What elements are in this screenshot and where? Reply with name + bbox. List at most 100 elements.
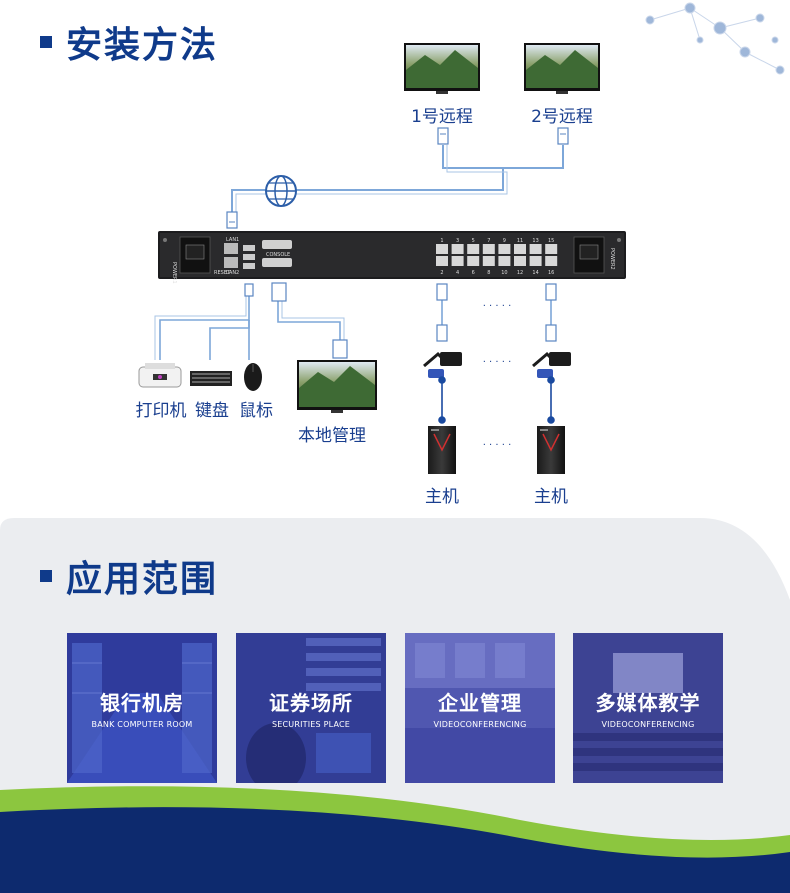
port-number-2: 2 (440, 270, 443, 276)
network-dots-decoration (645, 2, 785, 75)
monitor-remote-1 (404, 43, 480, 94)
apps-title-text: 应用范围 (66, 559, 219, 600)
app-card-bank: 银行机房 BANK COMPUTER ROOM (67, 633, 217, 783)
app-card-securities-title: 证券场所 (269, 691, 353, 715)
globe-icon (265, 175, 297, 207)
app-card-enterprise-subtitle: VIDEOCONFERENCING (433, 720, 527, 729)
rj45-port-5 (467, 244, 480, 254)
title-bullet-square (40, 570, 52, 582)
app-card-multimedia: 多媒体教学 VIDEOCONFERENCING (573, 633, 723, 783)
rj45-plug-module-left (436, 324, 448, 342)
network-cables (231, 145, 564, 215)
rj45-port-9 (498, 244, 511, 254)
vga-plug-icon-device (271, 282, 287, 302)
power-right-label: POWER2 (609, 248, 615, 270)
stock-market-photo (236, 633, 386, 783)
vga-plug-icon-monitor (332, 339, 348, 359)
port-number-10: 10 (501, 270, 507, 276)
power-left-label: POWER1 (171, 262, 177, 284)
rj45-port-14 (529, 256, 542, 266)
rj45-port-3 (451, 244, 464, 254)
host-tower-left (428, 426, 456, 474)
usb-cables (154, 295, 250, 360)
app-card-bank-subtitle: BANK COMPUTER ROOM (91, 720, 193, 729)
monitor-remote-2 (524, 43, 600, 94)
office-photo (405, 633, 555, 783)
ellipsis-modules: · · · · · (482, 357, 512, 368)
installation-diagram: POWER1 POWER2 CONSOLE RESET LAN1 LAN2 12… (138, 43, 626, 474)
rj45-port-1 (436, 244, 448, 254)
label-host-left: 主机 (425, 487, 459, 507)
port-number-8: 8 (487, 270, 490, 276)
device-text: POWER1 POWER2 CONSOLE RESET LAN1 LAN2 12… (171, 237, 615, 284)
port-number-13: 13 (532, 238, 538, 244)
rj45-port-16 (545, 256, 558, 266)
rj45-port-4 (451, 256, 464, 266)
reset-label: RESET (214, 270, 231, 276)
usb-plug-icon (244, 283, 254, 297)
port-number-1: 1 (440, 238, 443, 244)
ellipsis-hosts: · · · · · (482, 440, 512, 451)
lan1-label: LAN1 (226, 237, 239, 243)
application-cards: 银行机房 BANK COMPUTER ROOM 证券场所 SECURITIES … (67, 633, 723, 783)
keyboard-icon (190, 371, 232, 386)
label-local-manage: 本地管理 (298, 426, 366, 446)
label-remote-2: 2号远程 (531, 107, 593, 127)
rj45-plug-remote-1 (437, 127, 449, 145)
port-number-4: 4 (456, 270, 459, 276)
kvm-module-left (423, 351, 462, 378)
module-to-host-lines (438, 376, 555, 424)
app-card-securities: 证券场所 SECURITIES PLACE (236, 633, 386, 783)
kvm-module-right (532, 351, 571, 378)
label-mouse: 鼠标 (239, 401, 273, 421)
vga-cable-local (277, 300, 345, 340)
port-number-5: 5 (472, 238, 475, 244)
section-title-apps: 应用范围 (40, 550, 218, 602)
lan2-label: LAN2 (226, 270, 239, 276)
mouse-icon (244, 363, 262, 391)
port-number-15: 15 (548, 238, 554, 244)
label-remote-1: 1号远程 (411, 107, 473, 127)
port-number-3: 3 (456, 238, 459, 244)
rj45-port-10 (498, 256, 511, 266)
label-printer: 打印机 (135, 401, 187, 421)
host-cables (441, 300, 552, 325)
title-bullet-square (40, 36, 52, 48)
rj45-plug-module-right (545, 324, 557, 342)
port-number-16: 16 (548, 270, 554, 276)
label-host-right: 主机 (534, 487, 568, 507)
server-room-photo (67, 633, 217, 783)
kvm-switch-device (158, 231, 626, 279)
monitor-local (297, 360, 377, 413)
app-card-multimedia-title: 多媒体教学 (595, 691, 701, 715)
rj45-port-11 (514, 244, 526, 254)
app-card-bank-title: 银行机房 (100, 691, 184, 715)
app-card-enterprise: 企业管理 VIDEOCONFERENCING (405, 633, 555, 783)
port-number-9: 9 (503, 238, 506, 244)
rj45-plug-port-1 (436, 283, 448, 301)
port-number-6: 6 (472, 270, 475, 276)
port-number-7: 7 (487, 238, 490, 244)
rj45-port-13 (529, 244, 542, 254)
port-number-12: 12 (517, 270, 523, 276)
rj45-port-6 (467, 256, 480, 266)
rj45-plug-remote-2 (557, 127, 569, 145)
rj45-port-8 (482, 256, 495, 266)
printer-icon (138, 363, 182, 388)
rj45-port-2 (436, 256, 448, 266)
host-tower-right (537, 426, 565, 474)
port-number-11: 11 (517, 238, 523, 244)
console-label: CONSOLE (266, 252, 290, 258)
install-title-text: 安装方法 (66, 25, 219, 66)
ellipsis-ports: · · · · · (482, 301, 512, 312)
label-keyboard: 键盘 (195, 401, 229, 421)
rj45-port-15 (545, 244, 558, 254)
app-card-securities-subtitle: SECURITIES PLACE (271, 720, 351, 729)
section-title-install: 安装方法 (40, 16, 218, 68)
rj45-port-7 (482, 244, 495, 254)
app-card-enterprise-title: 企业管理 (438, 691, 522, 715)
rj45-port-12 (514, 256, 526, 266)
port-number-14: 14 (532, 270, 538, 276)
rj45-plug-port-16 (545, 283, 557, 301)
